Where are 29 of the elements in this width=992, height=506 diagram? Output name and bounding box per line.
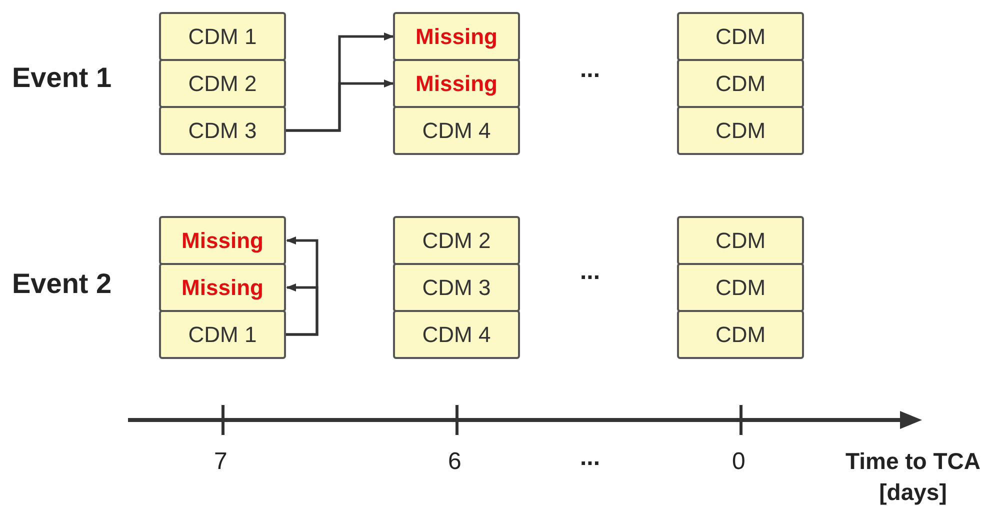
cdm-cell: Missing bbox=[393, 12, 520, 61]
cdm-cell: CDM bbox=[677, 106, 804, 155]
cdm-cell: CDM bbox=[677, 263, 804, 312]
cdm-cell: CDM 1 bbox=[159, 310, 286, 359]
cdm-cell: CDM 2 bbox=[159, 59, 286, 108]
cdm-cell: Missing bbox=[393, 59, 520, 108]
cdm-cell: CDM 4 bbox=[393, 106, 520, 155]
cdm-cell: CDM 2 bbox=[393, 216, 520, 265]
ellipsis: ... bbox=[580, 56, 600, 84]
cdm-cell: Missing bbox=[159, 263, 286, 312]
cdm-cell: CDM 3 bbox=[393, 263, 520, 312]
arrow bbox=[286, 284, 318, 336]
row-label: Event 1 bbox=[12, 62, 112, 94]
tick-label: 0 bbox=[732, 448, 746, 476]
arrow bbox=[286, 80, 394, 132]
ellipsis: ... bbox=[580, 444, 600, 472]
cdm-cell: CDM 3 bbox=[159, 106, 286, 155]
ellipsis: ... bbox=[580, 258, 600, 286]
cdm-cell: Missing bbox=[159, 216, 286, 265]
axis-title: Time to TCA [days] bbox=[844, 447, 982, 506]
tick-label: 7 bbox=[214, 448, 228, 476]
cdm-cell: CDM bbox=[677, 12, 804, 61]
cdm-cell: CDM bbox=[677, 216, 804, 265]
cdm-cell: CDM bbox=[677, 310, 804, 359]
cdm-cell: CDM bbox=[677, 59, 804, 108]
row-label: Event 2 bbox=[12, 268, 112, 300]
cdm-cell: CDM 4 bbox=[393, 310, 520, 359]
cdm-cell: CDM 1 bbox=[159, 12, 286, 61]
tick-label: 6 bbox=[448, 448, 462, 476]
